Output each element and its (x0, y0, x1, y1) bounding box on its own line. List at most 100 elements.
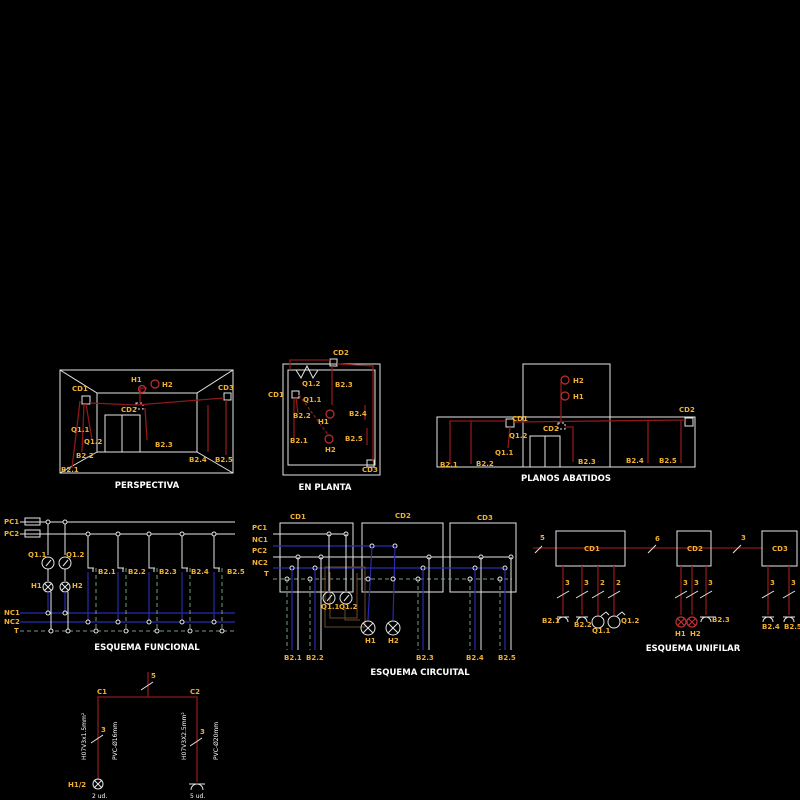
distribution-view: 5 C1 C2 3 3 H07V3x1.5mm² PVC-Ø16mm H07V3… (68, 672, 220, 800)
label-h1: H1 (131, 376, 142, 384)
unifilar-title: ESQUEMA UNIFILAR (646, 644, 741, 654)
junction (45, 519, 51, 525)
label-b2-3: B2.3 (335, 381, 353, 389)
label-b2-4: B2.4 (189, 456, 207, 464)
label-b2-3: B2.3 (712, 616, 730, 624)
junction (187, 628, 193, 634)
wire-count-tick (556, 590, 570, 599)
label-b2-1: B2.1 (542, 617, 560, 625)
label-b2-1: B2.1 (61, 466, 79, 474)
label-b2-5: B2.5 (784, 623, 800, 631)
label-q1-1: Q1.1 (71, 426, 89, 434)
lamp-icon (385, 620, 401, 636)
branch-wire-count: 3 (708, 579, 713, 587)
label-q1-2: Q1.2 (66, 551, 84, 559)
wire-count-tick (699, 590, 713, 599)
wire-count-tick (591, 590, 605, 599)
c1-wire-count: 3 (101, 726, 106, 734)
socket-icon (762, 616, 774, 623)
c1-quantity: 2 ud. (92, 793, 107, 800)
lamp-icon (360, 620, 376, 636)
label-h1: H1 (365, 637, 376, 645)
junction (179, 619, 185, 625)
bus-nc2: NC2 (252, 559, 268, 567)
wire (87, 534, 94, 569)
c1-tube-spec: PVC-Ø16mm (112, 722, 119, 760)
label-b2-2: B2.2 (293, 412, 311, 420)
label-q1-1: Q1.1 (495, 449, 513, 457)
wire-count-tick (575, 590, 589, 599)
circuital-view: CD1 CD2 CD3 PC1 NC1 PC2 NC2 T Q1.1 Q1.2 … (252, 512, 517, 678)
label-h2: H2 (325, 446, 336, 454)
wire-count-tick (674, 590, 688, 599)
label-cd1: CD1 (290, 513, 306, 521)
branch-wire-count: 3 (683, 579, 688, 587)
label-c2: C2 (190, 688, 200, 696)
planta-view: CD2 CD1 CD3 Q1.1 Q1.2 B2.1 B2.2 B2.3 B2.… (268, 349, 381, 493)
label-h1: H1 (675, 630, 686, 638)
branch-wire-count: 3 (565, 579, 570, 587)
label-h2: H2 (690, 630, 701, 638)
lamp-cross (44, 583, 52, 591)
abatidos-view: CD1 CD2 CD2 H1 H2 Q1.1 Q1.2 B2.1 B2.2 B2… (436, 363, 696, 484)
junction (154, 628, 160, 634)
label-cd2: CD2 (687, 545, 703, 553)
label-h1: H1 (318, 418, 329, 426)
junction (48, 628, 54, 634)
junction (123, 628, 129, 634)
wire (117, 534, 124, 569)
switch-icon (591, 615, 605, 629)
junction (45, 610, 51, 616)
label-h2: H2 (388, 637, 399, 645)
label-b2-2: B2.2 (128, 568, 146, 576)
switch-lever (600, 611, 610, 617)
circuital-title: ESQUEMA CIRCUITAL (370, 668, 470, 678)
label-q1-2: Q1.2 (621, 617, 639, 625)
branch-wire-count: 3 (791, 579, 796, 587)
label-b2-5: B2.5 (498, 654, 516, 662)
bus-pc1: PC1 (252, 524, 267, 532)
link-count-cd2-cd3: 3 (741, 534, 746, 542)
socket-icon (700, 616, 712, 623)
label-h2: H2 (573, 377, 584, 385)
branch-wire-count: 2 (616, 579, 621, 587)
junction (211, 531, 217, 537)
lamp-cross (362, 622, 374, 634)
label-b2-5: B2.5 (215, 456, 233, 464)
funcional-title: ESQUEMA FUNCIONAL (94, 643, 200, 653)
wire (213, 534, 220, 569)
label-cd2-right: CD2 (679, 406, 695, 414)
c2-tube-spec: PVC-Ø20mm (213, 722, 220, 760)
switch-lever (62, 559, 69, 567)
label-cd3: CD3 (218, 384, 234, 392)
label-b2-4: B2.4 (349, 410, 367, 418)
bus-nc1: NC1 (252, 536, 268, 544)
junction (365, 576, 371, 582)
abatidos-title: PLANOS ABATIDOS (521, 474, 611, 484)
junction (146, 619, 152, 625)
c1-load-label: H1/2 (68, 781, 86, 789)
label-cd2: CD2 (395, 512, 411, 520)
junction (211, 619, 217, 625)
perspectiva-title: PERSPECTIVA (115, 481, 180, 491)
junction (62, 610, 68, 616)
switch-lever (343, 594, 350, 602)
label-b2-2: B2.2 (574, 621, 592, 629)
label-b2-3: B2.3 (159, 568, 177, 576)
label-q1-2: Q1.2 (84, 438, 102, 446)
switch-icon (339, 591, 353, 605)
label-b2-4: B2.4 (762, 623, 780, 631)
label-b2-1: B2.1 (98, 568, 116, 576)
label-q1-2: Q1.2 (509, 432, 527, 440)
label-h2: H2 (72, 582, 83, 590)
junction (85, 619, 91, 625)
link-count-cd1-cd2: 6 (655, 535, 660, 543)
wire-count-tick (761, 590, 775, 599)
label-b2-5: B2.5 (227, 568, 245, 576)
junction (65, 628, 71, 634)
branch-wire-count: 3 (694, 579, 699, 587)
wire (181, 534, 188, 569)
wire-count-tick (685, 590, 699, 599)
branch-wire-count: 3 (584, 579, 589, 587)
